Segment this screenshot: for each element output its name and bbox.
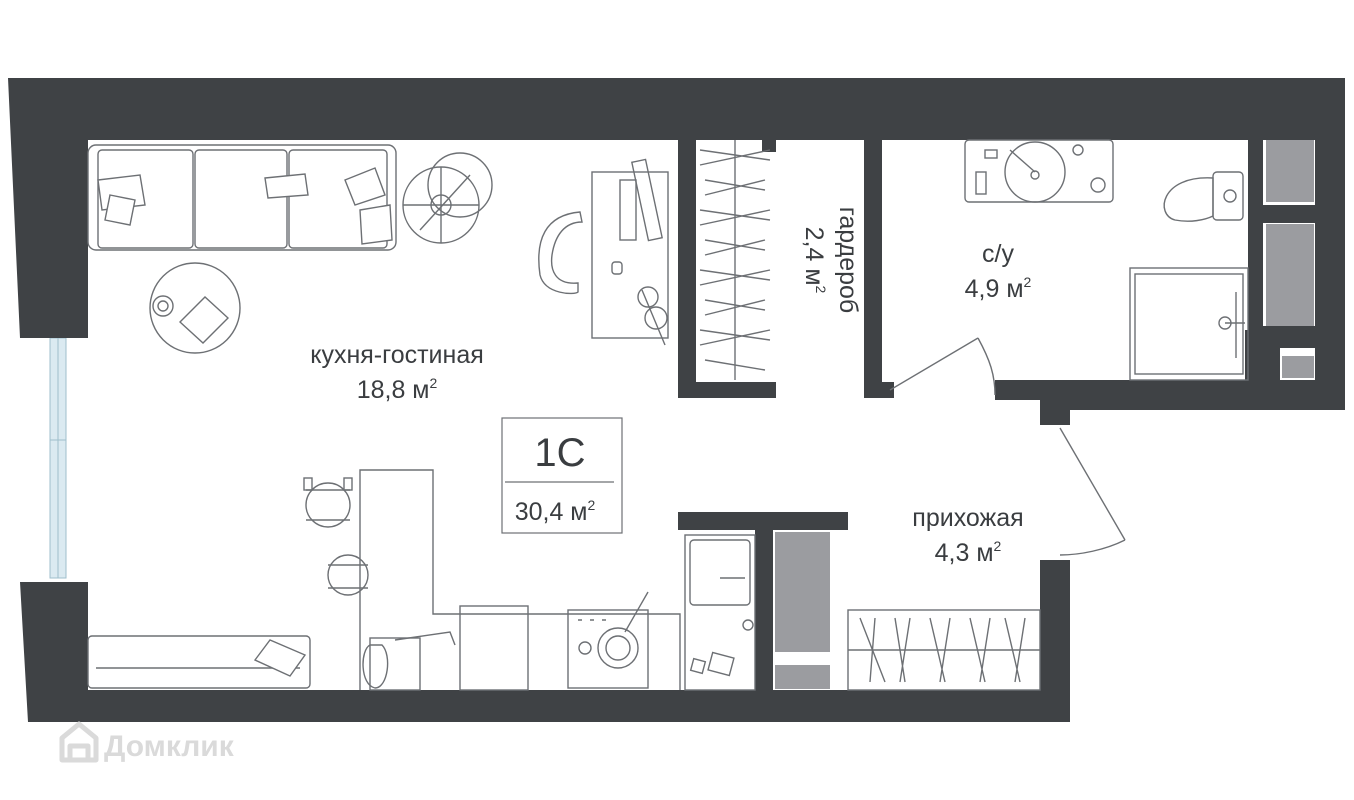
area-sup: 2 (994, 538, 1002, 554)
svg-text:30,4 м2: 30,4 м2 (515, 497, 596, 526)
svg-text:4,9 м2: 4,9 м2 (965, 274, 1032, 303)
wardrobe-hangers (699, 140, 771, 380)
area-sup: 2 (588, 497, 596, 513)
apartment-type: 1С (534, 431, 585, 475)
coffee-table (149, 262, 241, 354)
room-name: прихожая (912, 504, 1023, 532)
svg-text:2,4 м2: 2,4 м2 (800, 227, 829, 294)
shower (1129, 267, 1249, 381)
kitchen-counter (359, 469, 756, 691)
sofa (87, 144, 397, 251)
room-label-hallway: прихожая 4,3 м2 (912, 504, 1023, 567)
svg-text:18,8 м2: 18,8 м2 (357, 375, 438, 404)
area-sup: 2 (813, 286, 829, 294)
room-area: 18,8 м (357, 376, 430, 404)
round-table (402, 152, 493, 244)
entrance-door (1059, 427, 1126, 556)
svg-text:4,3 м2: 4,3 м2 (935, 538, 1002, 567)
watermark-text: Домклик (104, 730, 235, 763)
room-name: гардероб (834, 207, 862, 313)
room-label-wardrobe: гардероб 2,4 м2 (800, 207, 862, 313)
watermark: Домклик (59, 721, 235, 763)
apartment-badge: 1С 30,4 м2 (501, 417, 623, 534)
house-logo-icon (59, 721, 99, 763)
area-sup: 2 (1024, 274, 1032, 290)
room-area: 2,4 м (800, 227, 828, 286)
toilet (1163, 171, 1244, 222)
room-name: кухня-гостиная (310, 341, 484, 369)
area-sup: 2 (430, 375, 438, 391)
apartment-area: 30,4 м (515, 498, 588, 526)
room-label-kitchen-living: кухня-гостиная 18,8 м2 (310, 341, 484, 404)
desk (538, 158, 669, 346)
bathroom-sink (964, 139, 1114, 203)
dining-chairs (303, 477, 369, 596)
room-area: 4,9 м (965, 275, 1024, 303)
room-label-bathroom: с/у 4,9 м2 (965, 240, 1032, 303)
room-area: 4,3 м (935, 539, 994, 567)
bench (87, 635, 311, 689)
walls (8, 78, 1345, 722)
hallway-wardrobe (847, 609, 1041, 691)
room-name: с/у (982, 240, 1014, 268)
bathroom-door (889, 337, 996, 396)
